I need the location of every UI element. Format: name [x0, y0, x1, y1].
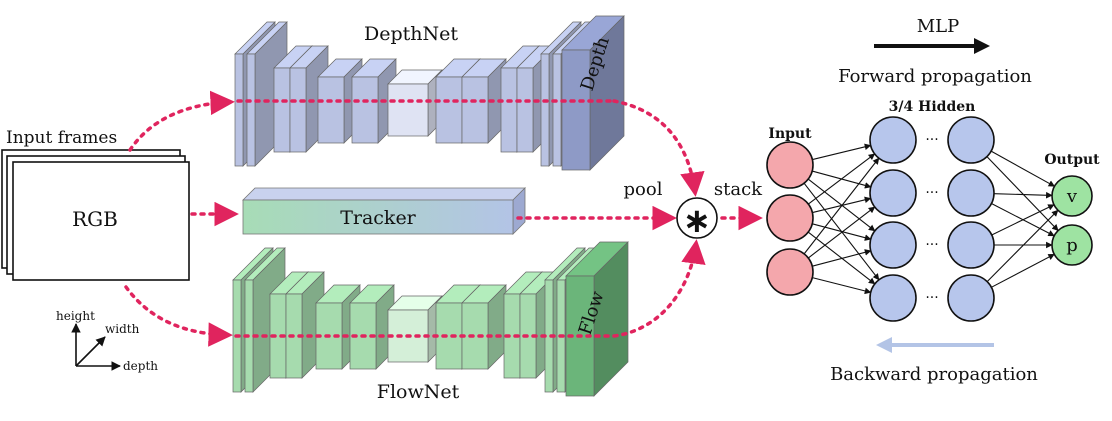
arrow-input-to-depthnet	[128, 90, 235, 152]
mlp-edge	[986, 209, 1059, 283]
mlp-hidden-node	[947, 274, 995, 322]
mlp-edge	[990, 150, 1056, 187]
flownet-layer	[387, 295, 443, 363]
mlp-edge	[808, 153, 876, 205]
hidden-ellipsis: ···	[925, 185, 938, 201]
forward-propagation-label: Forward propagation	[838, 66, 1032, 87]
mlp-network: ··· ··· ··· ··· v p	[766, 116, 1093, 322]
mlp-edge	[991, 253, 1055, 288]
mlp-hidden-node	[869, 116, 917, 164]
mlp-hidden-node	[947, 116, 995, 164]
mlp-hidden-node	[869, 169, 917, 217]
mlp-edge	[991, 204, 1055, 236]
mlp-edge	[807, 206, 876, 259]
mlp-output-node	[1051, 224, 1093, 266]
axis-depth-label: depth	[123, 359, 158, 373]
mlp-hidden-node	[947, 169, 995, 217]
mlp-edge	[993, 191, 1053, 199]
flownet-layer	[461, 284, 507, 370]
axis-width-label: width	[105, 322, 140, 336]
axes-glyph: height width depth	[56, 309, 158, 373]
mlp-hidden-node	[947, 221, 995, 269]
fusion-symbol: ∗	[683, 201, 712, 241]
mlp-title: MLP	[917, 16, 960, 37]
fusion-operator: ∗	[676, 197, 718, 241]
hidden-ellipsis: ···	[925, 237, 938, 253]
pool-label: pool	[624, 179, 663, 200]
mlp-input-node	[766, 141, 814, 189]
data-flow-arrows	[124, 90, 763, 347]
mlp-edge	[803, 157, 880, 255]
mlp-output-label-v: v	[1066, 186, 1078, 207]
axis-height-label: height	[56, 309, 95, 323]
mlp-edge	[812, 249, 872, 267]
mlp-output-label-p: p	[1066, 235, 1078, 256]
depth-output-slab	[561, 15, 625, 171]
arrow-flownet-to-fusion	[612, 239, 706, 338]
input-frames-stack: RGB	[1, 149, 190, 281]
mlp-input-node	[766, 194, 814, 242]
arrow-depthnet-to-fusion	[612, 99, 705, 197]
tracker-label: Tracker	[340, 207, 416, 229]
input-frames-title: Input frames	[6, 128, 117, 148]
mlp-input-label: Input	[768, 126, 812, 142]
input-frame-front	[12, 161, 190, 281]
rgb-label: RGB	[72, 207, 118, 231]
arrow-input-to-flownet	[124, 285, 233, 347]
mlp-edge	[812, 277, 872, 295]
tracker-block: Tracker	[242, 187, 526, 235]
hidden-layers-label: 3/4 Hidden	[889, 99, 976, 115]
mlp-hidden-node	[869, 221, 917, 269]
depthnet-block	[234, 15, 625, 171]
flownet-title: FlowNet	[377, 381, 460, 403]
backward-propagation-label: Backward propagation	[830, 364, 1038, 385]
stack-label: stack	[714, 179, 763, 200]
mlp-hidden-node	[869, 274, 917, 322]
flownet-block	[232, 241, 629, 397]
hidden-ellipsis: ···	[925, 290, 938, 306]
hidden-ellipsis: ···	[925, 132, 938, 148]
mlp-output-label: Output	[1044, 152, 1100, 168]
depthnet-title: DepthNet	[364, 23, 458, 45]
depthnet-layer	[387, 69, 443, 137]
mlp-input-node	[766, 248, 814, 296]
mlp-edge	[812, 143, 872, 161]
mlp-edge	[812, 223, 872, 241]
mlp-edge	[986, 156, 1059, 232]
flownet-layer	[349, 284, 395, 370]
mlp-output-node	[1051, 175, 1093, 217]
